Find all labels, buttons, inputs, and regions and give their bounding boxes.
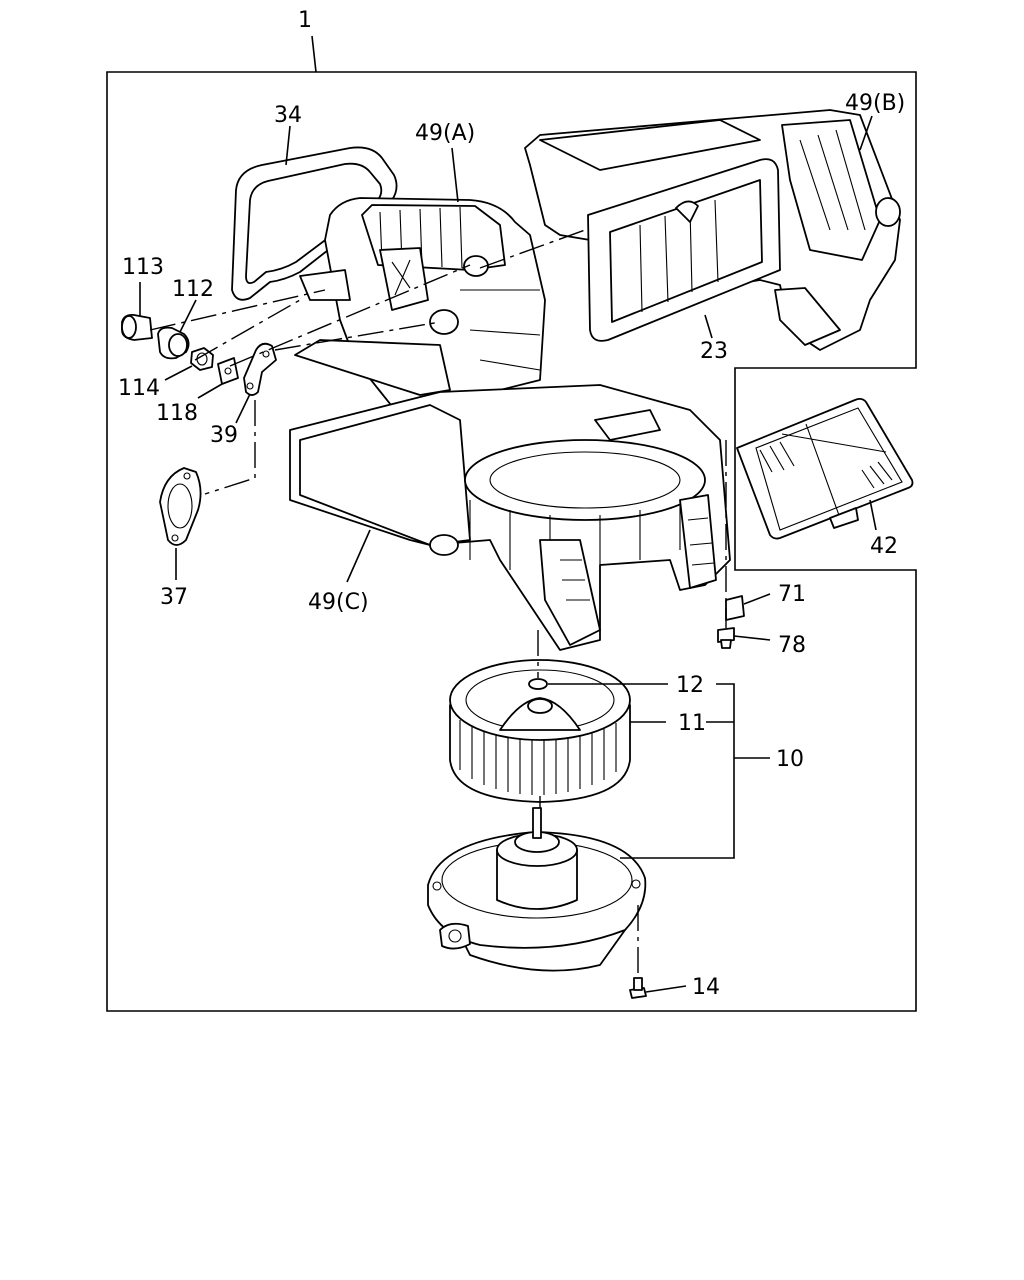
leader-112: [179, 299, 197, 333]
callout-37: 37: [160, 585, 188, 610]
leader-23: [704, 314, 713, 339]
leader-1: [311, 35, 317, 73]
callout-112: 112: [172, 277, 214, 302]
filter-frame-23: [587, 158, 781, 342]
alignment-line: [204, 400, 256, 495]
callout-71: 71: [778, 582, 806, 607]
callout-11: 11: [678, 711, 706, 736]
lever-39: [243, 342, 277, 396]
assembly-frame: [106, 71, 917, 1012]
callout-1: 1: [298, 8, 312, 33]
washer-118: [217, 357, 239, 385]
gasket-34: [231, 146, 398, 301]
lower-case-49c: [289, 384, 731, 651]
cover-37: [159, 467, 202, 546]
alignment-line: [274, 321, 441, 351]
air-filter-42: [736, 397, 914, 540]
leader-114: [164, 365, 193, 381]
callout-49a: 49(A): [415, 121, 475, 146]
callout-78: 78: [778, 633, 806, 658]
callout-23: 23: [700, 339, 728, 364]
alignment-line: [229, 264, 471, 367]
screw-14: [629, 977, 647, 999]
fan-wheel-11: [449, 659, 631, 803]
leader-10-bracket: [620, 683, 735, 859]
leader-118: [197, 383, 223, 399]
alignment-line: [194, 299, 301, 361]
bracket-71: [725, 595, 745, 621]
leader-34: [285, 125, 291, 166]
callout-113: 113: [122, 255, 164, 280]
leader-49a: [451, 147, 459, 203]
grommet-112: [157, 326, 190, 360]
callout-49b: 49(B): [845, 91, 905, 116]
leader-49c: [346, 529, 371, 583]
upper-housing-49a: [294, 197, 546, 421]
retainer-12: [528, 678, 548, 690]
leader-39: [235, 393, 251, 424]
leader-49b: [859, 115, 873, 151]
callout-12: 12: [676, 673, 704, 698]
callout-114: 114: [118, 376, 160, 401]
leader-14: [645, 985, 687, 993]
leader-42: [869, 499, 877, 531]
callout-34: 34: [274, 103, 302, 128]
callout-42: 42: [870, 534, 898, 559]
callout-118: 118: [156, 401, 198, 426]
callout-49c: 49(C): [308, 590, 369, 615]
blower-motor-10: [427, 807, 647, 972]
alignment-line: [149, 289, 326, 331]
screw-78: [717, 627, 735, 649]
callout-39: 39: [210, 423, 238, 448]
callout-14: 14: [692, 975, 720, 1000]
leader-78: [733, 635, 771, 641]
callout-10: 10: [776, 747, 804, 772]
alignment-line: [479, 229, 586, 269]
leader-71: [743, 593, 771, 605]
bushing-113: [121, 313, 153, 341]
